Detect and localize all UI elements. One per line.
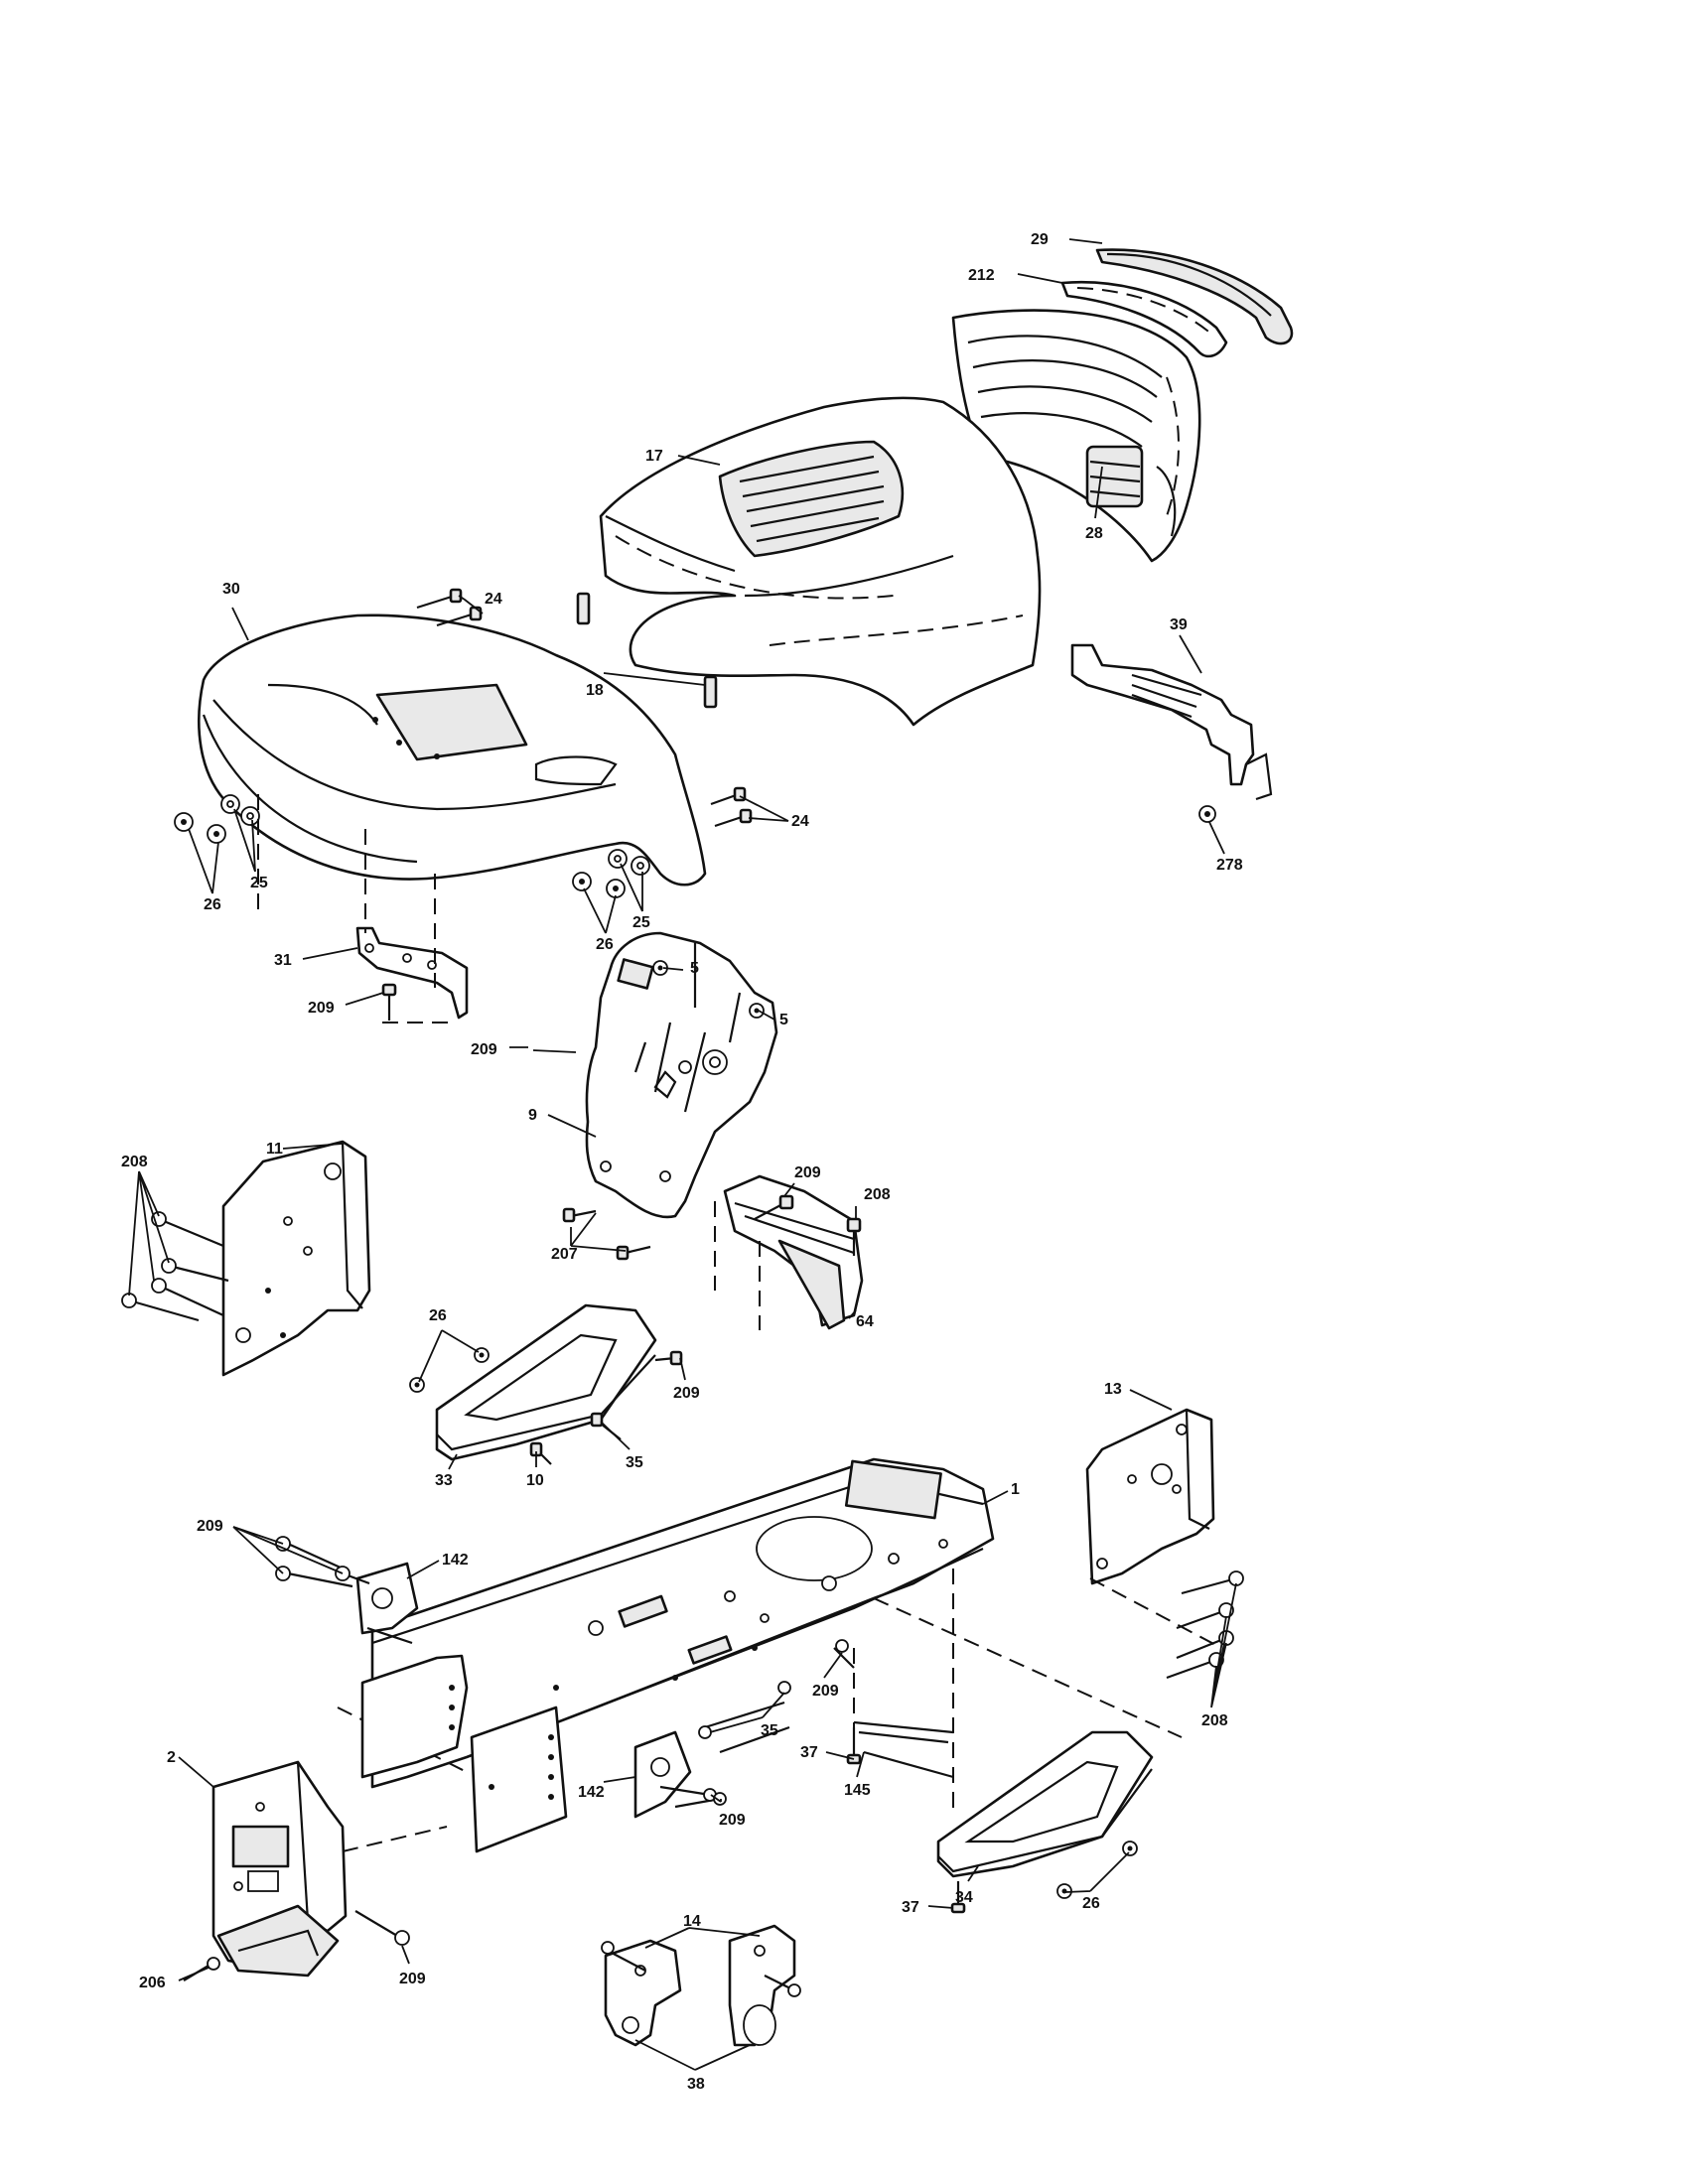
label-209g: 209: [719, 1812, 746, 1829]
part-13-side-plate: [1085, 1408, 1222, 1649]
part-28-grille: [951, 309, 1201, 563]
label-35a: 35: [626, 1454, 643, 1471]
label-18: 18: [586, 682, 604, 699]
part-14-bracket-right: [728, 1924, 796, 2047]
part-31-bracket: [355, 926, 469, 1020]
label-5b: 5: [779, 1012, 788, 1028]
label-209c: 209: [794, 1164, 821, 1181]
label-33: 33: [435, 1472, 453, 1489]
part-11-side-plate: [221, 1140, 371, 1377]
label-209h: 209: [399, 1971, 426, 1987]
part-209-35-10-bolts-33: [529, 1350, 683, 1465]
part-25-26-hardware-right: [572, 849, 650, 898]
part-frame-side-plate-left: [360, 1654, 469, 1779]
label-31: 31: [274, 952, 292, 969]
label-38: 38: [687, 2076, 705, 2093]
part-1-main-frame: [370, 1457, 995, 1789]
label-145: 145: [844, 1782, 871, 1799]
part-labels: 29 212 17 28 30 24 18 39 24 278 25 26 25…: [121, 231, 1243, 2093]
label-1: 1: [1011, 1481, 1020, 1498]
label-212: 212: [968, 267, 995, 284]
label-64: 64: [856, 1313, 874, 1330]
label-2: 2: [167, 1749, 176, 1766]
label-10: 10: [526, 1472, 544, 1489]
label-209f: 209: [812, 1683, 839, 1700]
part-25-26-hardware-left: [174, 794, 260, 844]
label-28: 28: [1085, 525, 1103, 542]
part-142-bracket-upper: [355, 1562, 419, 1645]
label-209a: 209: [308, 1000, 335, 1017]
label-29: 29: [1031, 231, 1049, 248]
label-24b: 24: [791, 813, 809, 830]
label-37a: 37: [800, 1744, 818, 1761]
label-142a: 142: [442, 1552, 469, 1569]
part-18-clip: [576, 592, 718, 709]
label-30: 30: [222, 581, 240, 598]
part-26-nuts-34: [1056, 1841, 1138, 1899]
part-17-hood: [599, 396, 1042, 727]
part-64-bracket: [714, 1174, 864, 1330]
label-209d: 209: [673, 1385, 700, 1402]
part-209-bolts-lower: [659, 1785, 727, 1809]
part-39-bracket: [1070, 643, 1273, 801]
part-5-nut: [652, 960, 765, 1019]
label-9: 9: [528, 1107, 537, 1124]
label-278: 278: [1216, 857, 1243, 874]
label-26c: 26: [429, 1307, 447, 1324]
part-142-bracket-lower: [633, 1730, 692, 1819]
part-14-bolts: [601, 1941, 801, 1997]
label-207: 207: [551, 1246, 578, 1263]
part-209-bolt-front: [354, 1910, 410, 1946]
label-34: 34: [955, 1889, 973, 1906]
part-2-front-plate: [211, 1760, 348, 1978]
label-35b: 35: [761, 1722, 778, 1739]
label-24a: 24: [485, 591, 502, 608]
label-142b: 142: [578, 1784, 605, 1801]
label-209e: 209: [197, 1518, 223, 1535]
part-278-bolt: [1198, 805, 1216, 823]
part-35-bolts-frame: [698, 1681, 791, 1754]
part-30-fender: [198, 614, 707, 887]
label-5a: 5: [690, 960, 699, 977]
label-208a: 208: [121, 1154, 148, 1170]
part-24-bolt-lower: [710, 786, 753, 828]
part-frame-center-plate: [470, 1706, 568, 1853]
part-212-trim: [1060, 281, 1228, 358]
label-25b: 25: [632, 914, 650, 931]
label-208c: 208: [1201, 1712, 1228, 1729]
part-24-bolt-upper: [416, 588, 483, 627]
part-33-footrest: [435, 1303, 657, 1461]
label-208b: 208: [864, 1186, 891, 1203]
label-26a: 26: [204, 896, 221, 913]
part-34-footrest: [936, 1730, 1154, 1878]
label-26d: 26: [1082, 1895, 1100, 1912]
part-209-bolts-64: [754, 1194, 862, 1256]
part-207-bolts: [562, 1207, 651, 1261]
part-9-dash-panel: [585, 931, 778, 1219]
label-25a: 25: [250, 875, 268, 891]
label-206: 206: [139, 1975, 166, 1991]
label-11: 11: [266, 1141, 283, 1158]
label-14: 14: [683, 1913, 701, 1930]
part-209-bolts-frame: [833, 1639, 855, 1669]
label-39: 39: [1170, 616, 1188, 633]
leader-lines: [128, 238, 1237, 2071]
part-14-bracket-left: [604, 1939, 682, 2047]
label-17: 17: [645, 448, 663, 465]
label-26b: 26: [596, 936, 614, 953]
part-208-bolts-left: [121, 1211, 229, 1322]
label-13: 13: [1104, 1381, 1122, 1398]
label-209b: 209: [471, 1041, 497, 1058]
label-37b: 37: [902, 1899, 919, 1916]
part-209-bolts-142: [275, 1536, 370, 1588]
part-145-rod: [853, 1720, 954, 1779]
part-29-trim-strip: [1095, 248, 1294, 345]
part-26-nuts-33: [409, 1347, 490, 1393]
part-209-bolt: [381, 983, 397, 1021]
part-206-bolt: [183, 1957, 220, 1981]
